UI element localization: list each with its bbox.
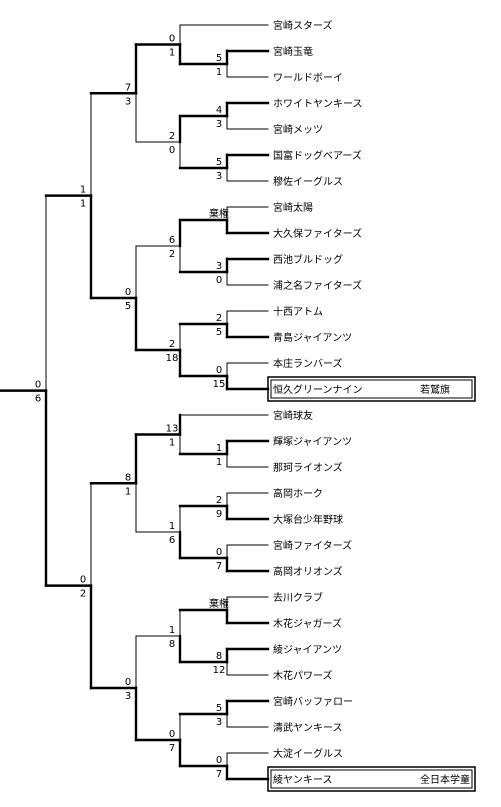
- score-label: 棄権: [209, 597, 229, 610]
- team-name: 宮崎球友: [273, 409, 313, 422]
- score-label: 1: [169, 48, 175, 59]
- team-name: ワールドボーイ: [273, 72, 343, 84]
- score-label: 3: [216, 171, 222, 182]
- score-label: 8: [169, 639, 175, 650]
- score-label: 0: [216, 365, 222, 376]
- team-name: 綾ヤンキース: [273, 773, 333, 786]
- score-label: 棄権: [209, 207, 229, 220]
- team-name: 穆佐イーグルス: [273, 175, 343, 188]
- score-label: 15: [213, 379, 226, 390]
- team-name: 青島ジャイアンツ: [273, 331, 352, 344]
- team-name: 宮崎玉竜: [273, 45, 313, 58]
- team-name: ホワイトヤンキース: [273, 98, 363, 110]
- score-label: 0: [125, 287, 131, 298]
- team-labels: 宮崎スターズ宮崎玉竜ワールドボーイホワイトヤンキース宮崎メッツ国富ドッグベアーズ…: [273, 19, 470, 786]
- team-name: 宮崎メッツ: [273, 123, 323, 136]
- score-label: 9: [216, 509, 222, 520]
- score-label: 5: [125, 301, 131, 312]
- score-label: 6: [169, 235, 175, 246]
- team-name: 去川クラブ: [273, 591, 323, 604]
- score-label: 2: [216, 313, 222, 324]
- score-label: 1: [169, 438, 175, 449]
- team-name: 宮崎ファイターズ: [273, 539, 352, 552]
- team-name: 恒久グリーンナイン: [273, 383, 363, 396]
- team-name: 宮崎太陽: [273, 201, 313, 214]
- score-label: 0: [216, 547, 222, 558]
- team-name: 高岡ホーク: [273, 487, 323, 500]
- score-label: 1: [169, 625, 175, 636]
- score-label: 5: [216, 327, 222, 338]
- score-label: 5: [216, 157, 222, 168]
- score-label: 0: [169, 729, 175, 740]
- team-name: 西池ブルドッグ: [273, 253, 343, 266]
- score-label: 7: [169, 743, 175, 754]
- score-label: 1: [216, 443, 222, 454]
- score-label: 6: [169, 535, 175, 546]
- score-label: 2: [169, 131, 175, 142]
- score-label: 1: [80, 199, 86, 210]
- score-label: 3: [216, 119, 222, 130]
- team-name: 清武ヤンキース: [273, 721, 343, 734]
- winner-title: 若鷲旗: [420, 383, 450, 396]
- score-label: 0: [125, 677, 131, 688]
- score-label: 4: [216, 105, 222, 116]
- score-label: 1: [125, 486, 131, 497]
- bracket-lines: [0, 24, 476, 792]
- score-label: 3: [125, 691, 131, 702]
- score-label: 2: [216, 495, 222, 506]
- team-name: 大淀イーグルス: [273, 747, 343, 760]
- score-label: 2: [169, 249, 175, 260]
- score-label: 0: [169, 34, 175, 45]
- score-label: 0: [80, 575, 86, 586]
- score-label: 5: [216, 703, 222, 714]
- score-label: 2: [169, 339, 175, 350]
- team-name: 十西アトム: [273, 305, 323, 318]
- winner-box: [267, 766, 476, 792]
- score-label: 3: [216, 261, 222, 272]
- score-label: 0: [216, 275, 222, 286]
- score-label: 5: [216, 53, 222, 64]
- score-label: 3: [216, 717, 222, 728]
- score-label: 2: [80, 589, 86, 600]
- team-name: 木花パワーズ: [273, 669, 333, 682]
- score-label: 1: [216, 457, 222, 468]
- score-label: 0: [169, 145, 175, 156]
- score-label: 3: [125, 96, 131, 107]
- team-name: 浦之名ファイターズ: [273, 279, 362, 292]
- team-name: 綾ジャイアンツ: [273, 643, 342, 656]
- winner-box: [270, 379, 473, 399]
- score-label: 6: [35, 394, 41, 405]
- team-name: 大久保ファイターズ: [273, 227, 362, 240]
- score-label: 1: [216, 67, 222, 78]
- winner-title: 全日本学童: [420, 773, 470, 786]
- team-name: 輝塚ジャイアンツ: [273, 436, 352, 448]
- team-name: 宮崎スターズ: [273, 19, 333, 32]
- score-label: 1: [80, 185, 86, 196]
- winner-box: [270, 769, 473, 789]
- team-name: 本庄ランバーズ: [273, 357, 343, 370]
- score-label: 18: [166, 353, 179, 364]
- score-label: 13: [166, 424, 179, 435]
- score-label: 8: [216, 651, 222, 662]
- score-label: 1: [169, 521, 175, 532]
- team-name: 高岡オリオンズ: [273, 565, 343, 578]
- score-labels: 514353棄権3025015012062218730511112907棄権81…: [35, 34, 229, 781]
- team-name: 大塚台少年野球: [273, 513, 343, 526]
- score-label: 7: [125, 82, 131, 93]
- score-label: 7: [216, 769, 222, 780]
- team-name: 木花ジャガーズ: [273, 617, 342, 630]
- score-label: 7: [216, 561, 222, 572]
- score-label: 0: [35, 380, 41, 391]
- team-name: 那珂ライオンズ: [273, 461, 343, 474]
- winner-box: [267, 376, 476, 402]
- score-label: 12: [213, 665, 226, 676]
- score-label: 0: [216, 755, 222, 766]
- team-name: 宮崎バッファロー: [273, 695, 353, 708]
- score-label: 8: [125, 472, 131, 483]
- team-name: 国富ドッグベアーズ: [273, 149, 362, 162]
